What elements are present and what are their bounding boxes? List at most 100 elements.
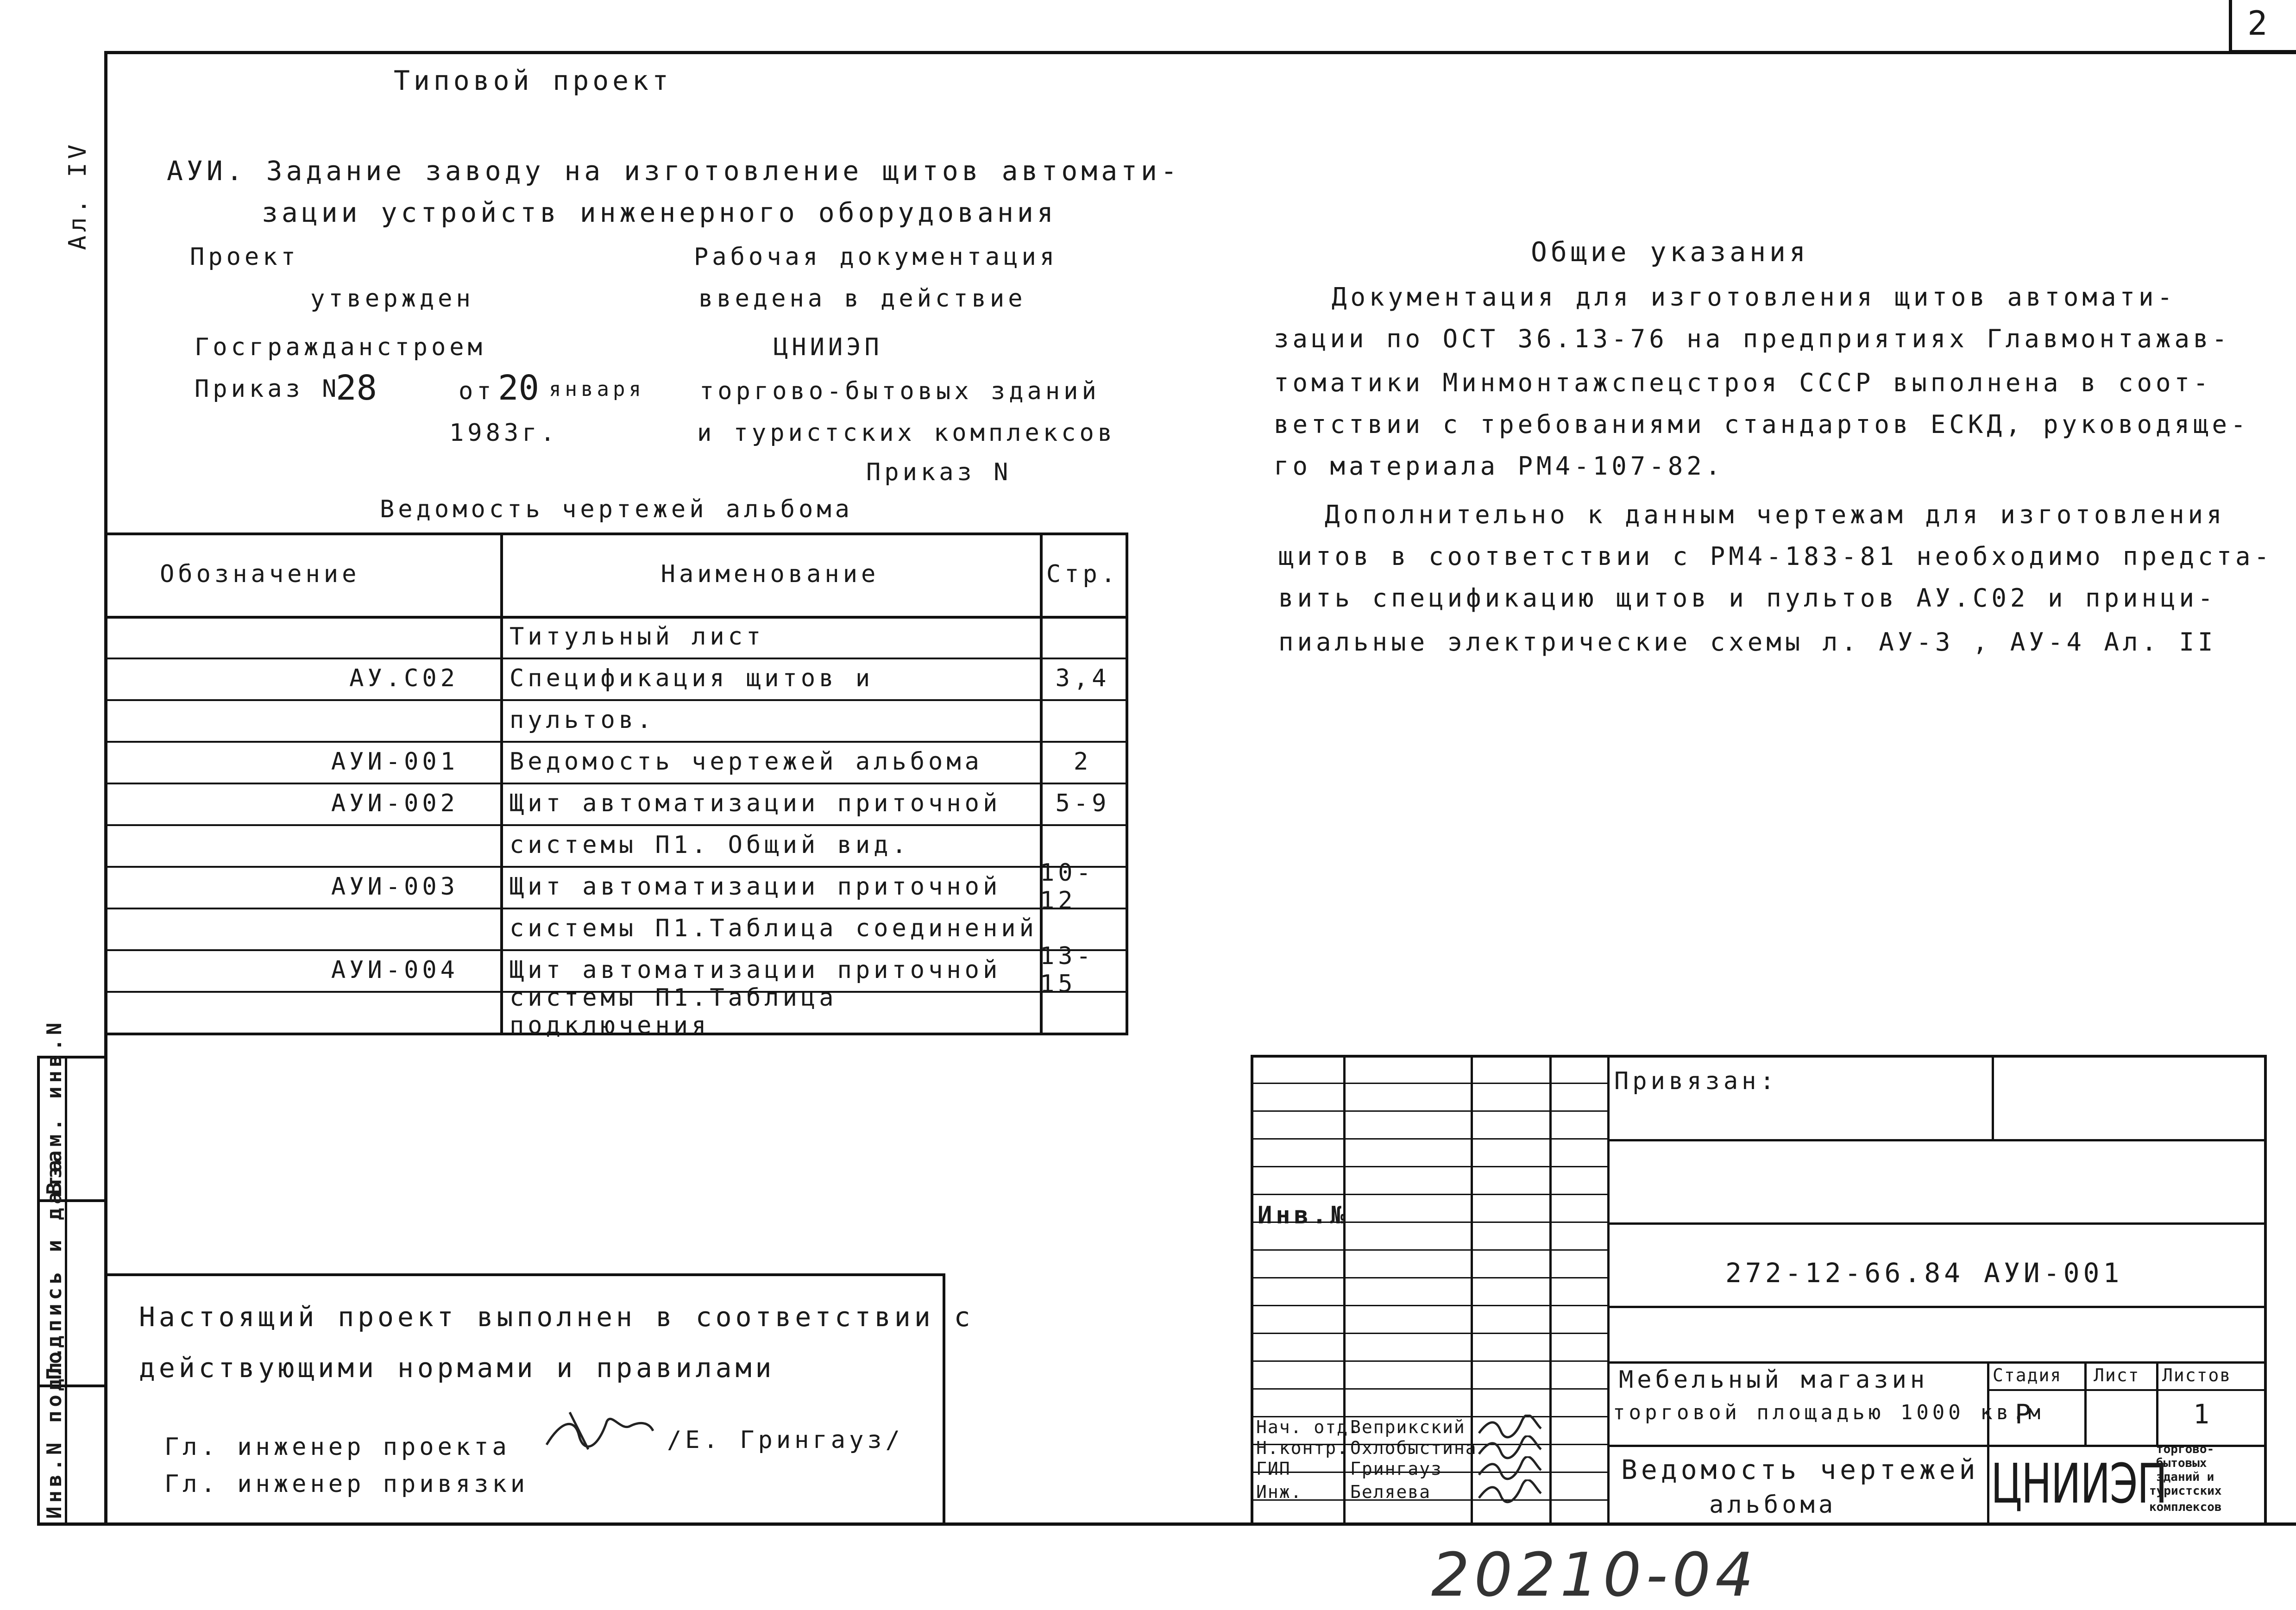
row-code: АУИ-001 bbox=[331, 748, 459, 776]
tb-small-row bbox=[1251, 1110, 1607, 1112]
row-page: 10-12 bbox=[1040, 859, 1095, 915]
tb-small-row bbox=[1251, 1499, 1607, 1501]
sheets-label: Листов bbox=[2162, 1365, 2232, 1385]
table-border-bottom bbox=[104, 1033, 1128, 1035]
frame-bottom bbox=[37, 1522, 2296, 1526]
approved-line2: утвержден bbox=[310, 285, 474, 313]
tb-small-row bbox=[1251, 1333, 1607, 1334]
signatory-name: Веприкский bbox=[1350, 1417, 1466, 1437]
document-code: 272-12-66.84 АУИ-001 bbox=[1725, 1257, 2123, 1289]
tb-small-row bbox=[1251, 1249, 1607, 1251]
stage-value: Р bbox=[2015, 1398, 2031, 1430]
org-sub1: торгово- bbox=[2156, 1442, 2214, 1456]
row-name: Щит автоматизации приточной bbox=[510, 873, 1001, 901]
side-stamp-top bbox=[37, 1056, 107, 1059]
row-page: 13-15 bbox=[1040, 942, 1095, 998]
signatory-role: Инж. bbox=[1256, 1482, 1302, 1502]
signatory-role: ГИП bbox=[1256, 1459, 1291, 1479]
row-code: АУИ-002 bbox=[331, 789, 459, 817]
chief-engineer-binding: Гл. инженер привязки bbox=[164, 1470, 529, 1498]
row-name: Титульный лист bbox=[510, 623, 765, 651]
org-sub5: комплексов bbox=[2149, 1500, 2222, 1514]
tb-sheets-col bbox=[2156, 1361, 2158, 1445]
rd-line3: ЦНИИЭП bbox=[774, 333, 883, 361]
row-page bbox=[1040, 991, 1126, 1033]
tb-small-row bbox=[1251, 1194, 1607, 1195]
document-title-line2: альбома bbox=[1709, 1491, 1837, 1519]
table-row-divider bbox=[104, 824, 1128, 826]
general-notes-line: Дополнительно к данным чертежам для изго… bbox=[1325, 500, 2226, 529]
approved-line3: Госгражданстроем bbox=[195, 333, 486, 361]
header-page: Стр. bbox=[1046, 560, 1120, 588]
table-row-divider bbox=[104, 658, 1128, 659]
tb-bound-divider bbox=[1992, 1055, 1994, 1139]
table-row-divider bbox=[104, 991, 1128, 993]
tb-row-bound bbox=[1607, 1139, 2264, 1141]
org-sub4: туристских bbox=[2149, 1484, 2222, 1498]
row-page bbox=[1040, 699, 1126, 741]
signature-mark bbox=[1478, 1435, 1542, 1460]
frame-top bbox=[104, 51, 2296, 54]
tb-small-row bbox=[1251, 1416, 1607, 1417]
album-mark: Ал. IV bbox=[64, 141, 92, 250]
project-title-line1: АУИ. Задание заводу на изготовление щито… bbox=[167, 155, 1181, 187]
tb-sheet-col bbox=[2084, 1361, 2087, 1445]
general-notes-line: Документация для изготовления щитов авто… bbox=[1332, 282, 2176, 312]
general-notes-line: томатики Минмонтажспецстроя СССР выполне… bbox=[1274, 368, 2212, 397]
row-name: Щит автоматизации приточной bbox=[510, 789, 1001, 817]
table-border-top bbox=[104, 532, 1128, 535]
organization-logo: ЦНИИЭП bbox=[1991, 1452, 2167, 1516]
chief-engineer-signature bbox=[545, 1411, 654, 1450]
order-day: 20 bbox=[498, 368, 540, 408]
project-type: Типовой проект bbox=[394, 65, 672, 96]
row-page: 3,4 bbox=[1055, 664, 1110, 692]
sheet-number: 2 bbox=[2247, 4, 2268, 43]
tb-left-col bbox=[1343, 1055, 1346, 1524]
org-sub3: зданий и bbox=[2156, 1470, 2214, 1484]
row-code bbox=[104, 824, 500, 866]
tb-stage-divider bbox=[1987, 1389, 2264, 1391]
tb-right bbox=[2264, 1055, 2267, 1524]
inv-no-label: Инв.№ bbox=[1258, 1202, 1349, 1229]
chief-engineer-project: Гл. инженер проекта bbox=[164, 1433, 510, 1461]
row-page: 5-9 bbox=[1055, 789, 1110, 817]
tb-small-row bbox=[1251, 1166, 1607, 1167]
general-notes-line: пиальные электрические схемы л. АУ-3 , А… bbox=[1278, 627, 2217, 657]
compliance-top bbox=[104, 1273, 945, 1276]
side-stamp-left bbox=[37, 1056, 40, 1524]
row-page bbox=[1040, 616, 1126, 658]
tb-row-code-top bbox=[1607, 1222, 2264, 1225]
drawings-list-title: Ведомость чертежей альбома bbox=[380, 495, 853, 523]
sheet-number-box-left bbox=[2229, 0, 2232, 52]
general-notes-title: Общие указания bbox=[1531, 236, 1809, 268]
signatory-role: Н.контр. bbox=[1256, 1438, 1349, 1458]
row-name: Ведомость чертежей альбома bbox=[510, 748, 983, 776]
signature-mark bbox=[1478, 1415, 1542, 1439]
general-notes-line: зации по ОСТ 36.13-76 на предприятиях Гл… bbox=[1274, 324, 2231, 353]
compliance-line1: Настоящий проект выполнен в соответствии… bbox=[139, 1301, 974, 1333]
approved-line1: Проект bbox=[190, 243, 299, 271]
row-name: системы П1. Общий вид. bbox=[510, 831, 910, 859]
tb-small-row bbox=[1251, 1360, 1607, 1362]
side-stamp-div1 bbox=[37, 1199, 107, 1202]
signatory-name: Грингауз bbox=[1350, 1459, 1443, 1479]
document-title-line1: Ведомость чертежей bbox=[1621, 1454, 1979, 1485]
project-title-line2: зации устройств инженерного оборудования bbox=[262, 197, 1057, 228]
rd-line5: и туристских комплексов bbox=[697, 419, 1116, 447]
tb-small-row bbox=[1251, 1472, 1607, 1473]
tb-small-row bbox=[1251, 1444, 1607, 1445]
tb-left-col bbox=[1607, 1055, 1610, 1524]
row-name: системы П1.Таблица соединений bbox=[510, 915, 1038, 942]
order-from: от bbox=[459, 377, 495, 405]
table-row-divider bbox=[104, 949, 1128, 951]
tb-small-row bbox=[1251, 1083, 1607, 1084]
order-year: 1983г. bbox=[449, 419, 559, 447]
tb-top bbox=[1251, 1055, 2264, 1058]
row-name: системы П1.Таблица подключения bbox=[510, 984, 837, 1040]
footer-number: 20210-04 bbox=[1431, 1540, 1758, 1610]
tb-small-row bbox=[1251, 1305, 1607, 1306]
row-name: Щит автоматизации приточной bbox=[510, 956, 1001, 984]
row-code: АУ.С02 bbox=[349, 664, 459, 692]
org-sub2: бытовых bbox=[2156, 1456, 2207, 1470]
rd-line6: Приказ N bbox=[866, 458, 1012, 486]
